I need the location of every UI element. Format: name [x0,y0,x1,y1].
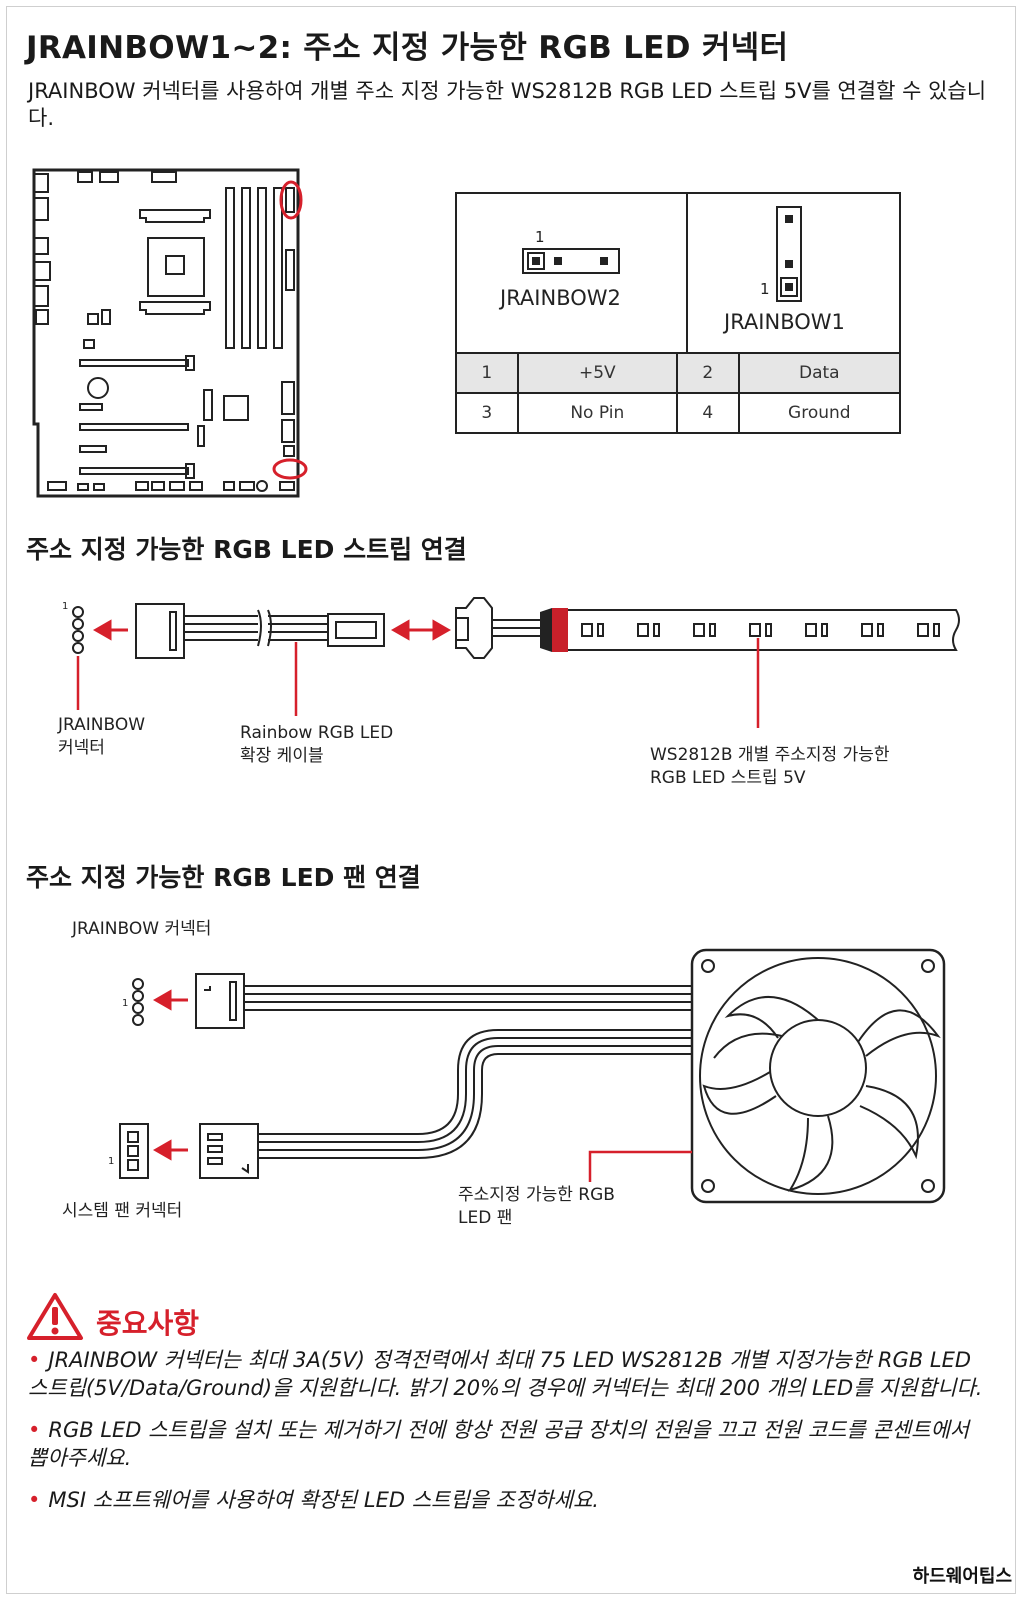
system-fan-pin1-label: 1 [108,1156,115,1167]
fan-pin1-label: 1 [122,998,129,1009]
motherboard-diagram [32,168,308,498]
warning-icon [27,1293,83,1340]
watermark: 하드웨어팁스 [912,1566,1012,1587]
jrainbow1-highlight [279,180,303,220]
note-item: • MSI 소프트웨어를 사용하여 확장된 LED 스트립을 조정하세요. [28,1486,988,1514]
important-title: 중요사항 [96,1307,200,1340]
jrainbow1-pin1-label: 1 [760,280,770,298]
jrainbow1-label: JRAINBOW1 [724,310,845,334]
label-line: LED 팬 [458,1208,513,1228]
pin-number: 1 [455,352,519,394]
connector-diagram-box [455,192,901,352]
strip-section-heading: 주소 지정 가능한 RGB LED 스트립 연결 [26,535,467,564]
connector-divider [686,192,688,352]
note-item: •RGB LED 스트립을 설치 또는 제거하기 전에 항상 전원 공급 장치의… [28,1416,988,1472]
page-title: JRAINBOW1~2: 주소 지정 가능한 RGB LED 커넥터 [26,30,789,66]
note-text: JRAINBOW 커넥터는 최대 3A(5V) 정격전력에서 최대 75 LED… [28,1348,983,1400]
important-notes: •JRAINBOW 커넥터는 최대 3A(5V) 정격전력에서 최대 75 LE… [28,1346,988,1528]
note-text: RGB LED 스트립을 설치 또는 제거하기 전에 항상 전원 공급 장치의 … [28,1418,970,1470]
label-line: 커넥터 [58,738,105,758]
jrainbow2-pin1-label: 1 [535,228,545,246]
note-text: MSI 소프트웨어를 사용하여 확장된 LED 스트립을 조정하세요. [48,1488,599,1512]
label-line: JRAINBOW [58,715,146,735]
pin-table-row: 1 +5V 2 Data [455,352,902,394]
jrainbow1-header-icon [776,206,802,302]
pin-table: 1 +5V 2 Data 3 No Pin 4 Ground [455,352,902,434]
pin-signal: +5V [516,352,678,394]
fan-section-heading: 주소 지정 가능한 RGB LED 팬 연결 [26,863,421,892]
extension-cable-label: Rainbow RGB LED 확장 케이블 [240,722,393,768]
note-item: •JRAINBOW 커넥터는 최대 3A(5V) 정격전력에서 최대 75 LE… [28,1346,988,1402]
strip-pin1-label: 1 [62,601,69,612]
jrainbow2-highlight [272,458,308,480]
jrainbow2-header-icon [522,248,620,274]
system-fan-connector-label: 시스템 팬 커넥터 [62,1201,183,1221]
strip-jrainbow-label: JRAINBOW 커넥터 [58,714,145,760]
label-line: 주소지정 가능한 RGB [458,1185,615,1205]
pin-table-row: 3 No Pin 4 Ground [455,392,902,434]
pin-number: 2 [675,352,740,394]
pin-number: 4 [675,392,740,434]
jrainbow2-label: JRAINBOW2 [500,286,621,310]
intro-text: JRAINBOW 커넥터를 사용하여 개별 주소 지정 가능한 WS2812B … [28,79,987,130]
pin-signal: Ground [737,392,902,434]
label-line: 확장 케이블 [240,746,324,766]
pin-signal: No Pin [516,392,678,434]
bullet: • [28,1418,41,1442]
pin-number: 3 [455,392,519,434]
label-line: WS2812B 개별 주소지정 가능한 [650,745,890,765]
bullet: • [28,1488,41,1512]
fan-jrainbow-label: JRAINBOW 커넥터 [72,919,212,939]
led-strip-label: WS2812B 개별 주소지정 가능한 RGB LED 스트립 5V [650,744,890,790]
label-line: Rainbow RGB LED [240,723,394,743]
page-frame [6,6,1016,1594]
label-line: RGB LED 스트립 5V [650,768,806,788]
fan-connection-diagram [119,948,946,1204]
bullet: • [28,1348,41,1372]
pin-signal: Data [737,352,902,394]
rgb-fan-label: 주소지정 가능한 RGB LED 팬 [458,1184,615,1230]
strip-connection-diagram [72,597,960,728]
